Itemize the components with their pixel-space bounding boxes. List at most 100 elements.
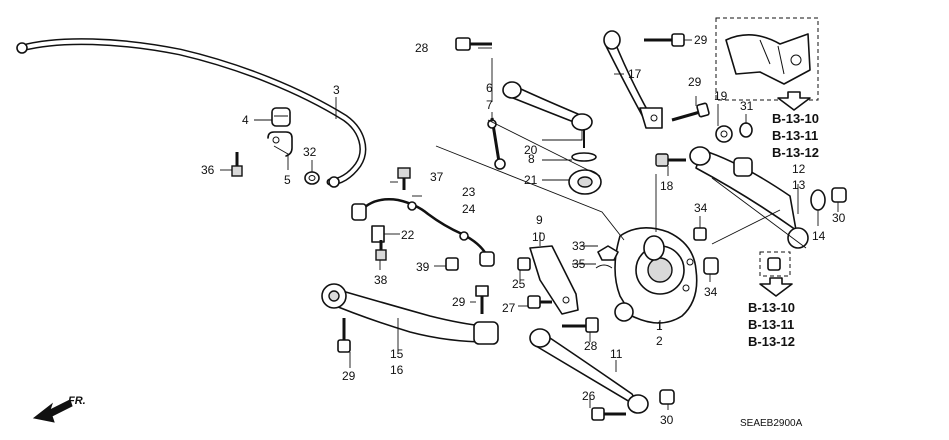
dust-boot-set-ring bbox=[571, 152, 597, 162]
bolt-38 bbox=[375, 240, 387, 261]
callout-36: 36 bbox=[201, 163, 215, 177]
lower-arm-b bbox=[529, 328, 649, 414]
knuckle bbox=[614, 227, 698, 324]
callout-6: 6 bbox=[486, 81, 493, 95]
flange-bolt-26 bbox=[591, 407, 626, 421]
callout-37: 37 bbox=[430, 170, 444, 184]
sensor-bracket bbox=[529, 245, 579, 315]
callout-17: 17 bbox=[628, 67, 642, 81]
callout-28-top: 28 bbox=[415, 41, 429, 55]
flange-bolt-29-top bbox=[644, 33, 685, 47]
reference-arrow-top bbox=[777, 91, 811, 111]
callout-16: 16 bbox=[390, 363, 404, 377]
callout-24: 24 bbox=[462, 202, 476, 216]
flange-bolt-28-top bbox=[455, 37, 492, 51]
callout-5: 5 bbox=[284, 173, 291, 187]
callout-30-right: 30 bbox=[832, 211, 846, 225]
reference-bottom-1: B-13-10 bbox=[748, 300, 795, 315]
bushing-holder bbox=[267, 131, 293, 157]
bushing-14 bbox=[810, 189, 826, 211]
nut-30-bottom bbox=[659, 389, 675, 405]
flange-nut-32 bbox=[304, 171, 320, 185]
self-locking-nut-34-a bbox=[693, 227, 707, 241]
callout-8: 8 bbox=[528, 152, 535, 166]
callout-4: 4 bbox=[242, 113, 249, 127]
callout-12: 12 bbox=[792, 162, 806, 176]
callout-29-center: 29 bbox=[452, 295, 466, 309]
flange-bolt-36 bbox=[231, 152, 243, 177]
nut-33 bbox=[597, 245, 619, 261]
clip-35 bbox=[595, 264, 613, 269]
bolt-18 bbox=[655, 153, 686, 167]
callout-1: 1 bbox=[656, 319, 663, 333]
reference-top-3: B-13-12 bbox=[772, 145, 819, 160]
callout-39: 39 bbox=[416, 260, 430, 274]
callout-27: 27 bbox=[502, 301, 516, 315]
callout-29-left: 29 bbox=[342, 369, 356, 383]
callout-30-bottom: 30 bbox=[660, 413, 674, 427]
upper-arm-a bbox=[502, 81, 593, 131]
flange-bolt-29-mid bbox=[671, 102, 710, 122]
flange-bolt-29-center bbox=[475, 285, 489, 314]
callout-18: 18 bbox=[660, 179, 674, 193]
reference-bottom-2: B-13-11 bbox=[748, 317, 794, 332]
reference-arrow-bottom bbox=[759, 277, 793, 297]
diagram-code: SEAEB2900A bbox=[740, 418, 803, 429]
callout-14: 14 bbox=[812, 229, 826, 243]
callout-29-top: 29 bbox=[694, 33, 708, 47]
callout-29-mid: 29 bbox=[688, 75, 702, 89]
front-direction-label: FR. bbox=[68, 395, 86, 407]
callout-13: 13 bbox=[792, 178, 806, 192]
callout-25: 25 bbox=[512, 277, 526, 291]
callout-28-bottom: 28 bbox=[584, 339, 598, 353]
subframe-inset bbox=[715, 17, 819, 101]
callout-35: 35 bbox=[572, 257, 586, 271]
leader-lines bbox=[220, 39, 839, 410]
callout-10: 10 bbox=[532, 230, 546, 244]
flange-bolt-27 bbox=[527, 295, 552, 309]
front-direction-arrow: FR. bbox=[32, 395, 86, 423]
callout-33: 33 bbox=[572, 239, 586, 253]
adjusting-bolt-19 bbox=[715, 125, 733, 143]
washer-31 bbox=[739, 122, 753, 138]
callout-11: 11 bbox=[610, 347, 623, 361]
callout-22: 22 bbox=[401, 228, 415, 242]
reference-top: B-13-10 B-13-11 B-13-12 bbox=[772, 111, 819, 160]
lower-arm-a bbox=[689, 146, 809, 249]
reference-bottom: B-13-10 B-13-11 B-13-12 bbox=[748, 300, 795, 349]
callout-23: 23 bbox=[462, 185, 476, 199]
flange-bolt-29-left bbox=[337, 318, 351, 353]
callout-20: 20 bbox=[524, 143, 538, 157]
callout-2: 2 bbox=[656, 334, 663, 348]
callout-19: 19 bbox=[714, 89, 728, 103]
callout-26: 26 bbox=[582, 389, 596, 403]
stabilizer-link bbox=[487, 117, 506, 170]
callout-labels: 3 4 5 32 36 28 6 7 20 8 21 17 29 29 19 3… bbox=[201, 33, 846, 427]
callout-21: 21 bbox=[524, 173, 538, 187]
harness-bracket-22 bbox=[371, 225, 385, 243]
callout-9: 9 bbox=[536, 213, 543, 227]
flange-bolt-25 bbox=[517, 257, 531, 271]
callout-31: 31 bbox=[740, 99, 754, 113]
wheel-sensor-harness bbox=[351, 198, 495, 267]
nut-30-right bbox=[831, 187, 847, 203]
stabilizer-bar bbox=[16, 38, 367, 188]
callout-34-b: 34 bbox=[704, 285, 718, 299]
reference-top-2: B-13-11 bbox=[772, 128, 818, 143]
callout-34-a: 34 bbox=[694, 201, 708, 215]
callout-7: 7 bbox=[486, 98, 493, 112]
stabilizer-bushing bbox=[271, 107, 291, 127]
compliance-bushing bbox=[568, 169, 602, 195]
trailing-arm bbox=[321, 283, 499, 345]
callout-32: 32 bbox=[303, 145, 317, 159]
upper-arm-b bbox=[603, 30, 663, 129]
callout-15: 15 bbox=[390, 347, 404, 361]
reference-bottom-3: B-13-12 bbox=[748, 334, 795, 349]
flange-bolt-28-bottom bbox=[562, 317, 599, 333]
self-locking-nut-34-b bbox=[703, 257, 719, 275]
reference-top-1: B-13-10 bbox=[772, 111, 819, 126]
callout-3: 3 bbox=[333, 83, 340, 97]
bolt-37 bbox=[397, 167, 411, 190]
